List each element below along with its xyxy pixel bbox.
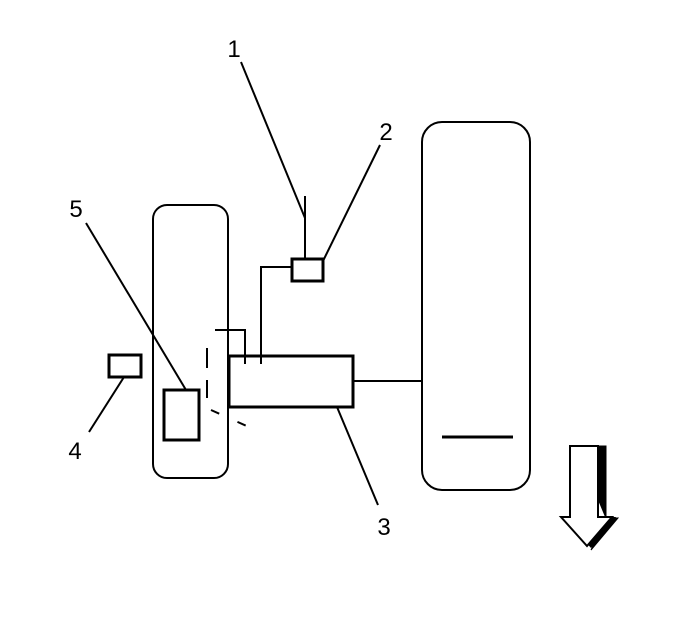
callout-label-4: 4: [68, 438, 81, 465]
right-panel: [421, 121, 531, 491]
callout-label-5: 5: [69, 196, 82, 223]
wire-bracket: [215, 329, 246, 364]
leader-line-3: [336, 406, 379, 506]
down-arrow-icon: [558, 445, 620, 551]
leader-line-5: [85, 222, 187, 391]
box-5: [162, 388, 201, 442]
small-box-2: [290, 257, 325, 283]
callout-label-1: 1: [227, 36, 240, 63]
dashed-line-diagonal: [210, 409, 261, 433]
left-panel: [152, 204, 229, 479]
wire-box2-to-main: [260, 266, 292, 364]
box-4: [107, 353, 143, 379]
leader-line-4: [88, 376, 125, 433]
leader-line-1: [240, 61, 306, 219]
callout-label-3: 3: [377, 514, 390, 541]
leader-line-2: [322, 144, 381, 262]
main-component-box: [227, 354, 355, 409]
callout-label-2: 2: [379, 119, 392, 146]
